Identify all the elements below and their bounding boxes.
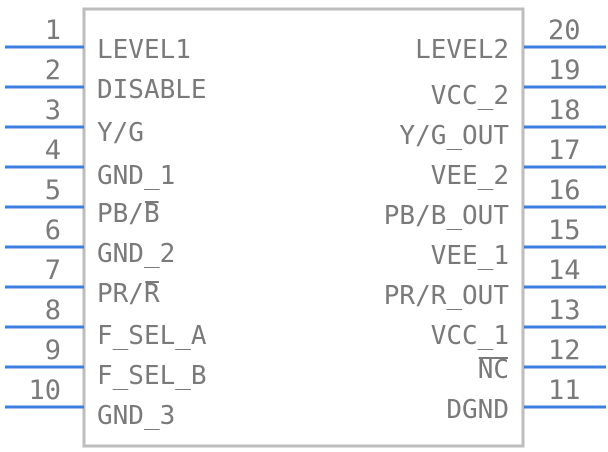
pin-15-label: VEE_1 — [431, 241, 509, 271]
pin-18-label: Y/G_OUT — [399, 121, 509, 151]
pin-14-number: 14 — [548, 255, 581, 286]
pin-11-number: 11 — [548, 375, 581, 406]
pin-4-label: GND_1 — [97, 161, 175, 191]
pin-1-label: LEVEL1 — [97, 35, 191, 65]
pin-8-number: 8 — [45, 295, 61, 326]
pin-13-label: VCC_1 — [431, 321, 509, 351]
pin-12-label: NC — [478, 355, 509, 385]
pin-20-label: LEVEL2 — [415, 35, 509, 65]
pin-11-label: DGND — [446, 395, 509, 425]
pin-4-number: 4 — [45, 135, 61, 166]
pin-3-label: Y/G — [97, 118, 144, 148]
pin-18-number: 18 — [548, 95, 581, 126]
pin-6-label: GND_2 — [97, 239, 175, 269]
pin-2-label: DISABLE — [97, 75, 207, 105]
pin-10-number: 10 — [28, 375, 61, 406]
pin-17-number: 17 — [548, 135, 581, 166]
pin-17-label: VEE_2 — [431, 161, 509, 191]
pin-5-number: 5 — [45, 175, 61, 206]
pin-13-number: 13 — [548, 295, 581, 326]
pin-19-label: VCC_2 — [431, 81, 509, 111]
pin-1-number: 1 — [45, 15, 61, 46]
pin-16-number: 16 — [548, 175, 581, 206]
pin-20-number: 20 — [548, 15, 581, 46]
pin-6-number: 6 — [45, 215, 61, 246]
pin-2-number: 2 — [45, 55, 61, 86]
pin-16-label: PB/B_OUT — [384, 201, 510, 231]
pin-19-number: 19 — [548, 55, 581, 86]
pin-8-label: F_SEL_A — [97, 321, 207, 351]
pin-5-label: PB/B — [97, 199, 160, 229]
ic-body — [82, 7, 525, 448]
pin-7-number: 7 — [45, 255, 61, 286]
pin-14-label: PR/R_OUT — [384, 281, 510, 311]
pin-15-number: 15 — [548, 215, 581, 246]
pin-7-label: PR/R — [97, 279, 160, 309]
pin-3-number: 3 — [45, 95, 61, 126]
pin-9-label: F_SEL_B — [97, 361, 207, 391]
pin-10-label: GND_3 — [97, 401, 175, 431]
pin-9-number: 9 — [45, 335, 61, 366]
pin-12-number: 12 — [548, 335, 581, 366]
